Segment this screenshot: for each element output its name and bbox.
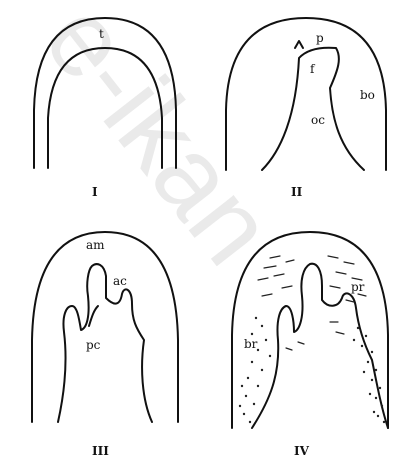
label-ac: ac: [113, 274, 127, 288]
stipple-right: [353, 327, 385, 423]
panel-4-numeral: IV: [294, 444, 310, 458]
panel-3-outer-dome: [32, 232, 178, 422]
procambium-dashes: [258, 256, 366, 350]
label-f: f: [310, 62, 316, 76]
panel-4-outer-dome: [232, 232, 388, 428]
panel-3-numeral: III: [92, 444, 109, 458]
label-br: br: [244, 337, 258, 351]
label-pr: pr: [351, 280, 365, 294]
leaf-primordium-fold: [295, 41, 303, 48]
panel-3: am ac pc III: [32, 232, 178, 458]
watermark: e-ikan: [22, 0, 298, 286]
label-p: p: [316, 31, 324, 45]
stipple-left: [239, 317, 271, 423]
panel-3-inner-fold: [89, 306, 98, 326]
panel-4-central-body: [252, 264, 388, 428]
label-pc: pc: [86, 338, 101, 352]
label-bo: bo: [360, 88, 375, 102]
panel-1-numeral: I: [92, 185, 98, 199]
panel-3-central-body: [58, 264, 152, 422]
watermark-text: e-ikan: [22, 0, 298, 286]
label-t: t: [99, 27, 104, 41]
panel-2-numeral: II: [291, 185, 303, 199]
label-am: am: [86, 238, 105, 252]
label-oc: oc: [311, 113, 325, 127]
panel-4: pr br IV: [232, 232, 388, 458]
